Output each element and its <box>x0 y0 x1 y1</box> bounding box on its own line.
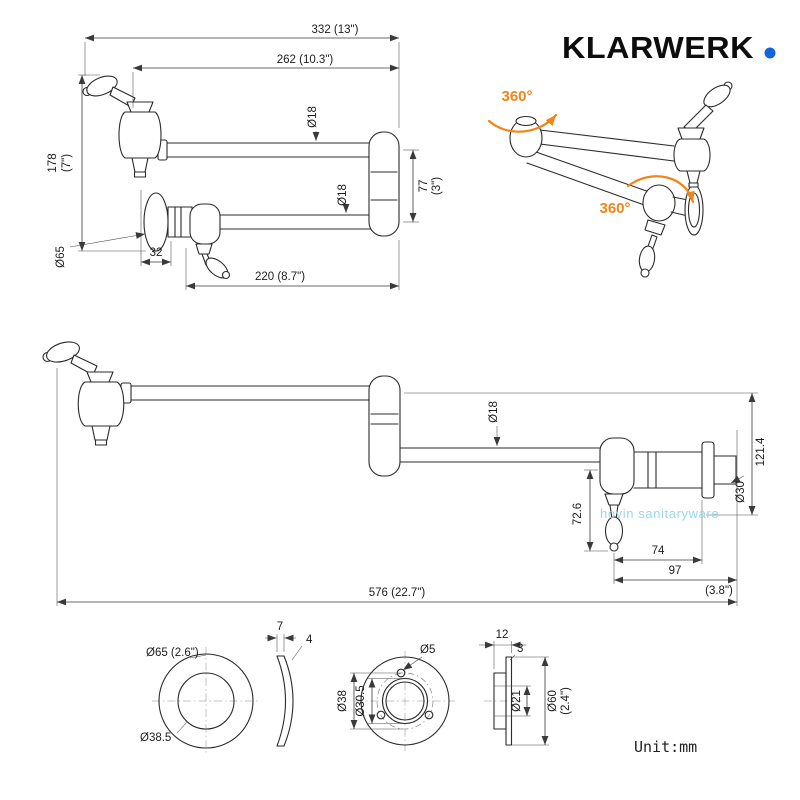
folded-view: 332 (13") 262 (10.3") 178 (7") Ø18 77 (3… <box>47 24 443 290</box>
dim-arm-spacing-in: (3") <box>431 177 443 195</box>
dim-bolt-circle-dia: Ø38 <box>337 690 349 712</box>
swivel-joint-outer <box>368 131 400 237</box>
swivel-joint-wall <box>189 203 221 245</box>
flange-inner-circle <box>177 672 235 730</box>
wall-flange <box>143 192 169 252</box>
spout-handle <box>82 75 154 113</box>
dim-height-in: (7") <box>61 154 73 172</box>
swivel-label-upper: 360° <box>501 88 532 105</box>
dim-upper-arm-dia: Ø18 <box>307 106 319 128</box>
perspective-view: 360° 360° <box>487 81 733 278</box>
upper-arm <box>157 139 386 161</box>
ext-wall-mount <box>599 430 738 512</box>
dim-wall-offset: 32 <box>150 247 163 259</box>
brand-logo: KLARWERK <box>562 30 776 65</box>
watermark-text: hovin sanitaryware <box>600 506 719 521</box>
perspective-joint-wall <box>642 184 676 222</box>
dim-ext-arm-dia: Ø18 <box>488 401 500 423</box>
dim-flange-dia: Ø65 <box>55 246 67 268</box>
dim-arm-spacing-mm: 77 <box>418 180 430 193</box>
extended-dimension-labels: Ø18 121.4 Ø30 72.6 74 97 (3.8") 576 (22.… <box>369 401 767 599</box>
wall-mount <box>140 190 221 254</box>
dim-washer-depth: 4 <box>306 634 313 646</box>
dim-flange-outer-dia: Ø65 (2.6") <box>146 647 199 659</box>
perspective-spout <box>673 81 733 188</box>
dim-plate-outer-dia: Ø60 <box>547 690 559 712</box>
plate-side-detail: 12 3 Ø21 Ø60 (2.4") <box>479 629 572 746</box>
flange-front-detail: Ø65 (2.6") Ø38.5 <box>140 647 260 755</box>
ext-spout-body <box>77 381 125 446</box>
dim-overall-width: 332 (13") <box>312 24 359 36</box>
plate-outer-circle <box>360 656 450 746</box>
plate-side-flange <box>505 656 513 746</box>
extended-dimensions <box>56 368 758 606</box>
ext-spout-handle <box>42 341 114 383</box>
spout-body <box>118 111 162 178</box>
ext-upper-arm <box>119 382 386 404</box>
dim-lower-arm-dia: Ø18 <box>337 184 349 206</box>
ext-wall-flange <box>701 441 715 499</box>
plate-screw-hole <box>424 710 434 720</box>
plate-screw-hole <box>376 710 386 720</box>
swivel-arrow-upper-icon <box>487 113 558 133</box>
extended-view: Ø18 121.4 Ø30 72.6 74 97 (3.8") 576 (22.… <box>42 341 767 606</box>
dim-handle-to-wall: 97 <box>669 565 682 577</box>
brand-name: KLARWERK <box>562 30 754 65</box>
plate-front-detail: Ø5 Ø30.5 Ø38 <box>337 644 455 751</box>
spout-outlet <box>131 157 149 173</box>
dim-flange-inner-dia: Ø38.5 <box>140 732 171 744</box>
dim-upper-width: 262 (10.3") <box>277 54 334 66</box>
ext-swivel-joint-wall <box>599 437 635 495</box>
ext-swivel-joint-mid <box>368 375 401 477</box>
lower-arm <box>204 214 386 230</box>
ext-valve-handle <box>604 493 624 552</box>
dim-bore-dia: Ø21 <box>511 690 523 712</box>
folded-dimensions <box>69 34 419 290</box>
dim-height-mm: 178 <box>47 153 59 172</box>
dim-drop-height: 121.4 <box>755 437 767 466</box>
ext-lower-arm <box>389 447 616 463</box>
washer-side-detail: 7 4 <box>265 621 313 747</box>
swivel-arrow-lower-icon <box>626 175 695 204</box>
brand-dot-icon <box>764 47 776 59</box>
valve-handle <box>195 243 231 280</box>
dim-outlet-dia: Ø30 <box>735 481 747 503</box>
dim-boss-depth: 12 <box>496 629 509 641</box>
perspective-arms <box>526 129 675 207</box>
flange-outer-circle <box>158 653 254 749</box>
dim-opening-dia: Ø30.5 <box>355 685 367 716</box>
dim-washer-width: 7 <box>277 621 283 633</box>
dim-plate-outer-dia-in: (2.4") <box>560 687 572 715</box>
dim-handle-to-wall-in: (3.8") <box>705 585 733 597</box>
folded-dimension-labels: 332 (13") 262 (10.3") 178 (7") Ø18 77 (3… <box>47 24 443 283</box>
perspective-valve-handle <box>638 219 666 278</box>
unit-label: Unit:mm <box>634 738 697 756</box>
dim-handle-drop: 72.6 <box>572 503 584 525</box>
dim-handle-to-flange: 74 <box>652 545 665 557</box>
dim-hole-dia: Ø5 <box>420 644 435 656</box>
dim-arm-length: 220 (8.7") <box>255 271 305 283</box>
dim-overall-length: 576 (22.7") <box>369 587 426 599</box>
swivel-label-lower: 360° <box>599 200 630 217</box>
dim-plate-thickness: 3 <box>517 643 523 655</box>
